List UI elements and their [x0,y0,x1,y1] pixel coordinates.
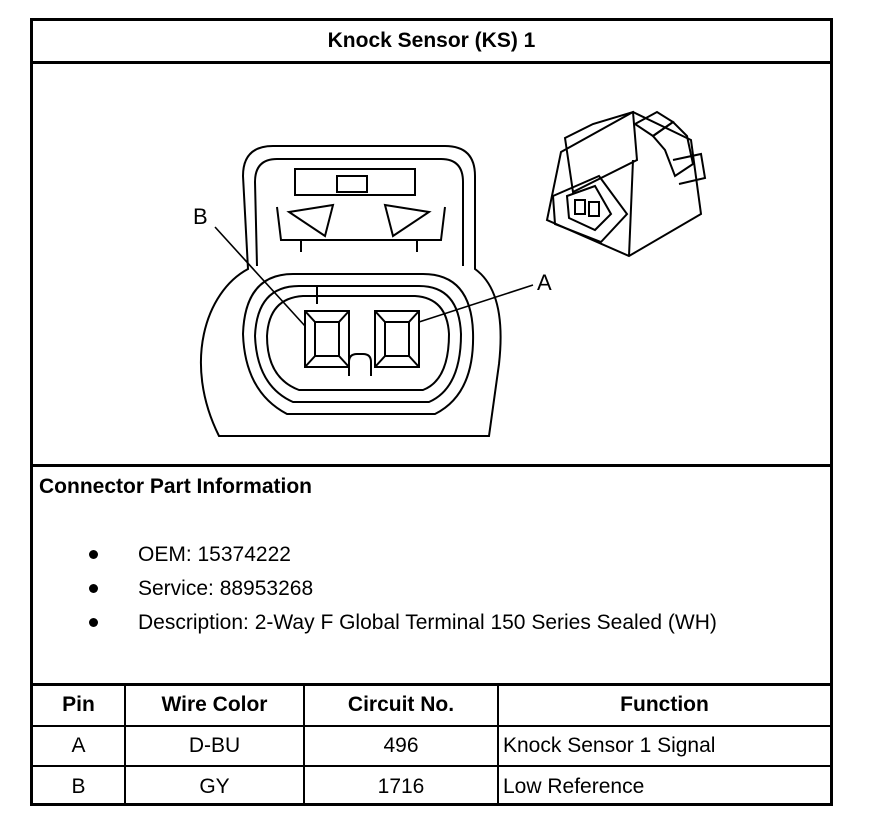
callout-label-a: A [537,270,552,295]
function-cell: Knock Sensor 1 Signal [497,724,830,768]
iso-latch-side [651,120,695,178]
terminal-b-inner [314,321,340,357]
latch-tab [336,175,368,193]
bullet-icon [89,584,98,593]
cavity-ring-seal [265,295,451,391]
callout-label-b: B [193,204,208,229]
keyway-notch [348,353,372,376]
terminal-a-inner [384,321,410,357]
latch-wedge-left [286,203,335,238]
header-circuit-no: Circuit No. [303,686,499,727]
header-function: Function [497,686,830,727]
latch-ramp [276,206,446,241]
connector-face-diagram: B A [193,110,707,437]
leader-line-a [418,284,534,323]
housing-outline [199,145,502,437]
circuit-cell: 496 [303,724,499,768]
connector-isometric-view [545,110,707,258]
housing-inner-outline [253,158,464,267]
leader-line-b [214,226,306,327]
wire-color-cell: GY [124,765,305,806]
terminal-a [374,310,420,368]
iso-rear-lock [672,152,707,185]
table-row: A D-BU 496 Knock Sensor 1 Signal [33,724,830,768]
connector-figure: B A [33,64,830,467]
pinout-table: Pin Wire Color Circuit No. Function A D-… [33,686,830,806]
latch-body [294,168,416,196]
cavity-ring-inner [253,285,463,403]
connector-part-information: Connector Part Information OEM: 15374222… [33,467,830,686]
pin-cell: B [33,765,126,806]
terminal-b [304,310,350,368]
header-pin: Pin [33,686,126,727]
wire-color-cell: D-BU [124,724,305,768]
connector-title: Knock Sensor (KS) 1 [33,21,830,64]
iso-top-face [563,110,639,194]
part-info-heading: Connector Part Information [39,475,313,498]
iso-cavity [565,184,613,232]
iso-front-face [551,174,629,244]
iso-housing [545,110,703,258]
function-cell: Low Reference [497,765,830,806]
bullet-icon [89,550,98,559]
table-header-row: Pin Wire Color Circuit No. Function [33,686,830,727]
header-wire-color: Wire Color [124,686,305,727]
iso-terminal-a [588,201,600,217]
iso-terminal-b [574,199,586,215]
pin-cell: A [33,724,126,768]
latch-wedge-right [383,203,432,238]
table-row: B GY 1716 Low Reference [33,765,830,806]
connector-sheet: Knock Sensor (KS) 1 [30,18,833,806]
bullet-icon [89,618,98,627]
cavity-ring-outer [241,273,475,415]
circuit-cell: 1716 [303,765,499,806]
